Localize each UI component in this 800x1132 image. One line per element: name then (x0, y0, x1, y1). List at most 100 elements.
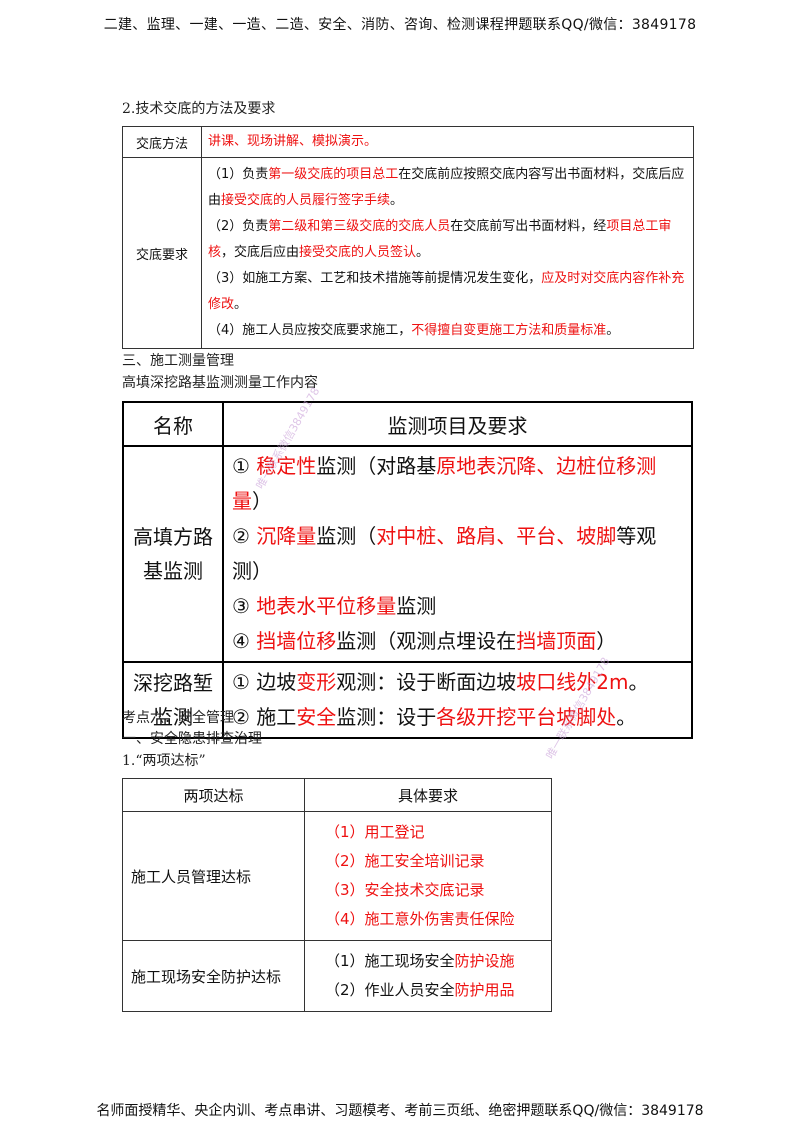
highlight-text: （3）安全技术交底记录 (325, 881, 485, 899)
highlight-text: 应及时对交底内容作补充修改 (208, 271, 685, 312)
personnel-standard-label: 施工人员管理达标 (122, 811, 305, 941)
body-text: 。 (416, 245, 430, 260)
body-text: 监测（观测点埋设在 (336, 629, 517, 653)
content-line: （2）施工安全培训记录 (325, 847, 541, 876)
highlight-text: 变形 (296, 670, 337, 694)
body-text: 。 (616, 705, 637, 729)
content-line: （3）安全技术交底记录 (325, 876, 541, 905)
body-text: （2）负责 (208, 219, 269, 234)
high-fill-label: 高填方路基监测 (122, 445, 224, 663)
high-fill-items: ① 稳定性监测（对路基原地表沉降、边桩位移测量）② 沉降量监测（对中桩、路肩、平… (222, 445, 693, 663)
highlight-text: 第二级和第三级交底的交底人员 (268, 219, 451, 234)
body-text: ① 边坡 (232, 670, 297, 694)
body-text: （3）如施工方案、工艺和技术措施等前提情况发生变化， (208, 271, 542, 286)
highlight-text: 防护设施 (454, 952, 515, 970)
highlight-text: 原地表沉降、边桩位移测量 (232, 454, 657, 513)
method-value: 讲课、现场讲解、模拟演示。 (201, 126, 694, 158)
highlight-text: 不得擅自变更施工方法和质量标准 (411, 323, 607, 338)
deep-cut-items: ① 边坡变形观测：设于断面边坡坡口线外2m。② 施工安全监测：设于各级开挖平台坡… (222, 661, 693, 739)
table-row: 交底方法 讲课、现场讲解、模拟演示。 (122, 126, 694, 158)
content-line: ① 稳定性监测（对路基原地表沉降、边桩位移测量） (232, 449, 683, 519)
body-text: ） (596, 629, 617, 653)
col-header-requirements: 具体要求 (304, 778, 552, 812)
section-heading-survey: 三、施工测量管理 (122, 353, 234, 369)
content-line: （4）施工意外伤害责任保险 (325, 905, 541, 934)
highlight-text: 稳定性 (256, 454, 317, 478)
highlight-text: （4）施工意外伤害责任保险 (325, 910, 515, 928)
body-text: 监测（对路基 (316, 454, 437, 478)
highlight-text: 坡口线外2m (516, 670, 629, 694)
highlight-text: 第一级交底的项目总工 (268, 167, 399, 182)
method-label: 交底方法 (122, 126, 202, 158)
highlight-text: 接受交底的人员签认 (299, 245, 417, 260)
body-text: ③ (232, 594, 257, 618)
highlight-text: （2）施工安全培训记录 (325, 852, 485, 870)
standards-table: 两项达标 具体要求 施工人员管理达标 （1）用工登记 （2）施工安全培训记录 （3）… (122, 778, 552, 1012)
table-row: 深挖路堑监测 ① 边坡变形观测：设于断面边坡坡口线外2m。② 施工安全监测：设于… (122, 661, 693, 739)
survey-subheading: 高填深挖路基监测测量工作内容 (122, 375, 318, 391)
section-heading-safety: 考点六：安全管理 (122, 710, 234, 726)
content-line: ② 施工安全监测：设于各级开挖平台坡脚处。 (232, 700, 683, 735)
body-text: 等观测） (232, 524, 657, 583)
content-line: （2）负责第二级和第三级交底的交底人员在交底前写出书面材料，经项目总工审核，交底… (208, 214, 687, 266)
highlight-text: 挡墙位移 (256, 629, 337, 653)
highlight-text: 各级开挖平台坡脚处 (436, 705, 617, 729)
monitoring-table: 名称 监测项目及要求 高填方路基监测 ① 稳定性监测（对路基原地表沉降、边桩位移… (122, 401, 693, 739)
two-standards-heading: 1.“两项达标” (122, 753, 206, 769)
requirement-content: （1）负责第一级交底的项目总工在交底前应按照交底内容写出书面材料，交底后应由接受… (201, 157, 694, 349)
table-row: 两项达标 具体要求 (122, 778, 552, 812)
briefing-table: 交底方法 讲课、现场讲解、模拟演示。 交底要求 （1）负责第一级交底的项目总工在… (122, 126, 694, 349)
col-header-items: 监测项目及要求 (222, 401, 693, 447)
highlight-text: 挡墙顶面 (516, 629, 597, 653)
body-text: （2）作业人员安全 (325, 981, 455, 999)
requirement-label: 交底要求 (122, 157, 202, 349)
highlight-text: 安全 (296, 705, 337, 729)
content-line: （2）作业人员安全防护用品 (325, 976, 541, 1005)
body-text: 。 (606, 323, 620, 338)
highlight-text: 接受交底的人员履行签字手续 (221, 193, 391, 208)
body-text: 监测（ (316, 524, 377, 548)
table-row: 施工人员管理达标 （1）用工登记 （2）施工安全培训记录 （3）安全技术交底记录 （4… (122, 811, 552, 941)
highlight-text: 项目总工审核 (208, 219, 672, 260)
highlight-text: （1）用工登记 (325, 823, 425, 841)
highlight-text: 对中桩、路肩、平台、坡脚 (376, 524, 617, 548)
content-line: （1）负责第一级交底的项目总工在交底前应按照交底内容写出书面材料，交底后应由接受… (208, 162, 687, 214)
content-line: （4）施工人员应按交底要求施工，不得擅自变更施工方法和质量标准。 (208, 318, 687, 344)
section-heading-briefing: 2.技术交底的方法及要求 (122, 101, 276, 117)
site-protection-items: （1）施工现场安全防护设施（2）作业人员安全防护用品 (304, 940, 552, 1012)
content-line: ① 边坡变形观测：设于断面边坡坡口线外2m。 (232, 665, 683, 700)
body-text: ④ (232, 629, 257, 653)
deep-cut-label: 深挖路堑监测 (122, 661, 224, 739)
col-header-name: 名称 (122, 401, 224, 447)
highlight-text: 防护用品 (454, 981, 515, 999)
body-text: 。 (390, 193, 404, 208)
page-footer: 名师面授精华、央企内训、考点串讲、习题模考、考前三页纸、绝密押题联系QQ/微信：… (96, 1103, 704, 1119)
body-text: ① (232, 454, 257, 478)
body-text: （1）负责 (208, 167, 269, 182)
body-text: 观测：设于断面边坡 (336, 670, 517, 694)
personnel-standard-items: （1）用工登记 （2）施工安全培训记录 （3）安全技术交底记录 （4）施工意外伤害责任… (304, 811, 552, 941)
page-header: 二建、监理、一建、一造、二造、安全、消防、咨询、检测课程押题联系QQ/微信：38… (103, 17, 697, 33)
col-header-standards: 两项达标 (122, 778, 305, 812)
table-row: 交底要求 （1）负责第一级交底的项目总工在交底前应按照交底内容写出书面材料，交底… (122, 157, 694, 349)
table-row: 施工现场安全防护达标 （1）施工现场安全防护设施（2）作业人员安全防护用品 (122, 940, 552, 1012)
body-text: ） (252, 489, 272, 513)
content-line: （3）如施工方案、工艺和技术措施等前提情况发生变化，应及时对交底内容作补充修改。 (208, 266, 687, 318)
content-line: ④ 挡墙位移监测（观测点埋设在挡墙顶面） (232, 624, 683, 659)
site-protection-label: 施工现场安全防护达标 (122, 940, 305, 1012)
content-line: （1）施工现场安全防护设施 (325, 947, 541, 976)
body-text: 。 (234, 297, 248, 312)
highlight-text: 沉降量 (256, 524, 317, 548)
safety-subheading: 一、安全隐患排查治理 (122, 731, 262, 747)
body-text: ② (232, 524, 257, 548)
body-text: 监测 (396, 594, 437, 618)
body-text: ，交底后应由 (221, 245, 300, 260)
body-text: 在交底前应按照交底内容写出书面材料，交底后应由 (208, 167, 685, 208)
body-text: 监测：设于 (336, 705, 437, 729)
body-text: 。 (628, 670, 649, 694)
body-text: （4）施工人员应按交底要求施工， (208, 323, 412, 338)
table-row: 名称 监测项目及要求 (122, 401, 693, 447)
table-row: 高填方路基监测 ① 稳定性监测（对路基原地表沉降、边桩位移测量）② 沉降量监测（… (122, 445, 693, 663)
highlight-text: 地表水平位移量 (256, 594, 397, 618)
content-line: ③ 地表水平位移量监测 (232, 589, 683, 624)
